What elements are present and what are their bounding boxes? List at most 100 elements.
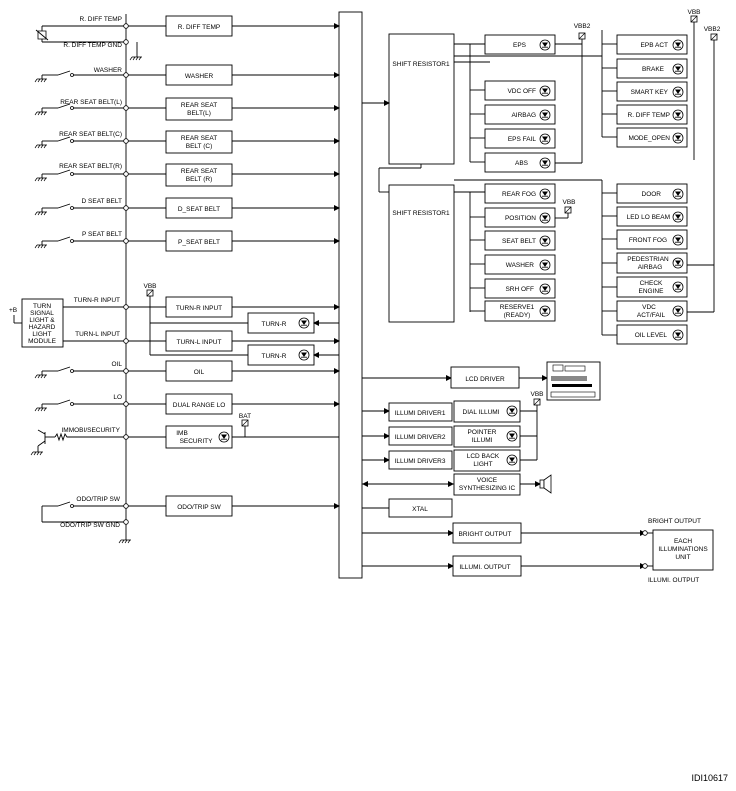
label-odo: ODO/TRIP SW xyxy=(76,496,120,503)
bat-terminal-icon xyxy=(241,419,249,427)
lamp-icon xyxy=(539,259,551,271)
svg-text:VDC OFF: VDC OFF xyxy=(507,88,536,95)
vbb-terminal-icon xyxy=(690,15,698,23)
indicator-vdc-act-fail: VDC ACT/FAIL xyxy=(602,300,688,322)
box-turn-r-indicator-1: TURN-R xyxy=(262,321,287,328)
svg-text:VBB: VBB xyxy=(562,199,575,206)
label-plus-b: +B xyxy=(9,307,17,314)
vbb-terminal-icon xyxy=(533,398,541,406)
svg-text:LIGHT: LIGHT xyxy=(32,331,51,338)
svg-text:BELT(L): BELT(L) xyxy=(187,110,211,117)
lamp-icon xyxy=(672,305,684,317)
svg-text:D SEAT BELT: D SEAT BELT xyxy=(82,198,122,205)
shift-register-2 xyxy=(388,184,455,323)
vbb2-terminal-icon xyxy=(710,33,718,41)
svg-text:(READY): (READY) xyxy=(504,312,531,319)
lamp-icon xyxy=(672,211,684,223)
svg-text:OIL: OIL xyxy=(112,361,123,368)
lamp-icon xyxy=(539,235,551,247)
indicator-airbag: AIRBAG xyxy=(470,104,556,125)
illumi-driver-2: ILLUMI DRIVER2 POINTER ILLUMI xyxy=(362,425,521,448)
svg-text:DUAL RANGE LO: DUAL RANGE LO xyxy=(173,402,226,409)
ground-icon xyxy=(129,56,143,61)
indicator-check-engine: CHECK ENGINE xyxy=(602,276,688,298)
svg-text:PEDESTRIAN: PEDESTRIAN xyxy=(627,256,669,263)
svg-text:D_SEAT BELT: D_SEAT BELT xyxy=(178,206,220,213)
ground-icon xyxy=(34,407,48,412)
svg-text:BELT (C): BELT (C) xyxy=(186,143,213,150)
svg-text:LCD BACK: LCD BACK xyxy=(467,453,500,460)
svg-text:XTAL: XTAL xyxy=(412,506,428,513)
indicator-position: POSITION VBB xyxy=(470,199,576,228)
label-r-diff-temp-gnd: R. DIFF TEMP GND xyxy=(63,42,122,49)
svg-text:BRIGHT OUTPUT: BRIGHT OUTPUT xyxy=(459,531,512,538)
indicator-seat-belt: SEAT BELT xyxy=(470,230,556,251)
svg-text:DOOR: DOOR xyxy=(642,191,662,198)
svg-text:EPB ACT: EPB ACT xyxy=(641,42,668,49)
indicator-eps-fail: EPS FAIL xyxy=(470,128,556,149)
indicator-abs: ABS xyxy=(470,152,556,173)
svg-text:RESERVE1: RESERVE1 xyxy=(500,304,535,311)
svg-text:REAR SEAT: REAR SEAT xyxy=(181,135,217,142)
svg-text:FRONT FOG: FRONT FOG xyxy=(629,237,667,244)
indicator-r-diff-temp: R. DIFF TEMP xyxy=(602,104,688,125)
lamp-icon xyxy=(539,39,551,51)
svg-text:MODE_OPEN: MODE_OPEN xyxy=(628,135,670,142)
svg-text:VOICE: VOICE xyxy=(477,477,498,484)
indicator-mode-open: MODE_OPEN xyxy=(602,127,688,148)
turn-signal-module xyxy=(21,298,64,348)
svg-text:OIL: OIL xyxy=(194,369,205,376)
lamp-icon xyxy=(672,39,684,51)
label-odo-gnd: ODO/TRIP SW GND xyxy=(60,522,120,529)
lamp-icon xyxy=(672,257,684,269)
each-illuminations-unit xyxy=(652,529,714,571)
box-odo: ODO/TRIP SW xyxy=(177,504,221,511)
ground-icon xyxy=(34,177,48,182)
svg-text:VDC: VDC xyxy=(642,304,656,311)
indicator-front-fog: FRONT FOG xyxy=(602,229,688,250)
label-illumi-output: ILLUMI. OUTPUT xyxy=(648,577,699,584)
svg-text:OIL LEVEL: OIL LEVEL xyxy=(635,332,668,339)
svg-text:LED LO BEAM: LED LO BEAM xyxy=(627,214,670,221)
svg-text:HAZARD: HAZARD xyxy=(29,324,56,331)
label-immobi: IMMOBI/SECURITY xyxy=(61,427,120,434)
box-turn-r-indicator-2: TURN-R xyxy=(262,353,287,360)
lamp-icon xyxy=(672,109,684,121)
svg-text:BELT (R): BELT (R) xyxy=(186,176,213,183)
input-oil: OIL OIL xyxy=(34,360,340,382)
input-rear-belt-c: REAR SEAT BELT(C) REAR SEAT BELT (C) xyxy=(34,130,340,154)
shift-register-1 xyxy=(388,33,455,165)
svg-text:SIGNAL: SIGNAL xyxy=(30,310,54,317)
label-bat: BAT xyxy=(239,413,251,420)
svg-text:R. DIFF TEMP: R. DIFF TEMP xyxy=(628,112,671,119)
input-lo: LO DUAL RANGE LO xyxy=(34,393,340,415)
svg-text:EPS: EPS xyxy=(513,42,527,49)
svg-text:TURN: TURN xyxy=(33,303,51,310)
input-rear-belt-l: REAR SEAT BELT(L) REAR SEAT BELT(L) xyxy=(34,97,340,121)
svg-text:SHIFT RESISTOR1: SHIFT RESISTOR1 xyxy=(392,61,450,68)
ground-icon xyxy=(34,211,48,216)
ground-icon xyxy=(34,244,48,249)
resistor-icon xyxy=(54,432,70,442)
svg-text:EPS FAIL: EPS FAIL xyxy=(508,136,537,143)
label-turn-l-input: TURN-L INPUT xyxy=(75,331,120,338)
indicator-epb-act: EPB ACT xyxy=(602,34,688,55)
svg-text:POINTER: POINTER xyxy=(468,429,497,436)
box-turn-r-input: TURN-R INPUT xyxy=(176,305,222,312)
lamp-icon xyxy=(506,454,518,466)
indicator-vdc-off: VDC OFF xyxy=(470,80,556,101)
svg-text:MODULE: MODULE xyxy=(28,338,56,345)
svg-text:LCD DRIVER: LCD DRIVER xyxy=(465,376,505,383)
indicators-col2-top: EPB ACT BRAKE SMART KEY R. DIFF TEMP MOD… xyxy=(602,34,688,148)
svg-text:SRH OFF: SRH OFF xyxy=(505,286,534,293)
label-vbb-illumi: VBB xyxy=(530,391,543,398)
indicator-reserve1: RESERVE1 (READY) xyxy=(470,300,556,322)
lamp-icon xyxy=(539,305,551,317)
label-turn-r-input: TURN-R INPUT xyxy=(74,297,120,304)
svg-text:AIRBAG: AIRBAG xyxy=(638,264,663,271)
lamp-icon xyxy=(539,85,551,97)
svg-text:SMART KEY: SMART KEY xyxy=(631,89,669,96)
svg-text:EACH: EACH xyxy=(674,538,692,545)
speaker-icon xyxy=(539,474,552,494)
